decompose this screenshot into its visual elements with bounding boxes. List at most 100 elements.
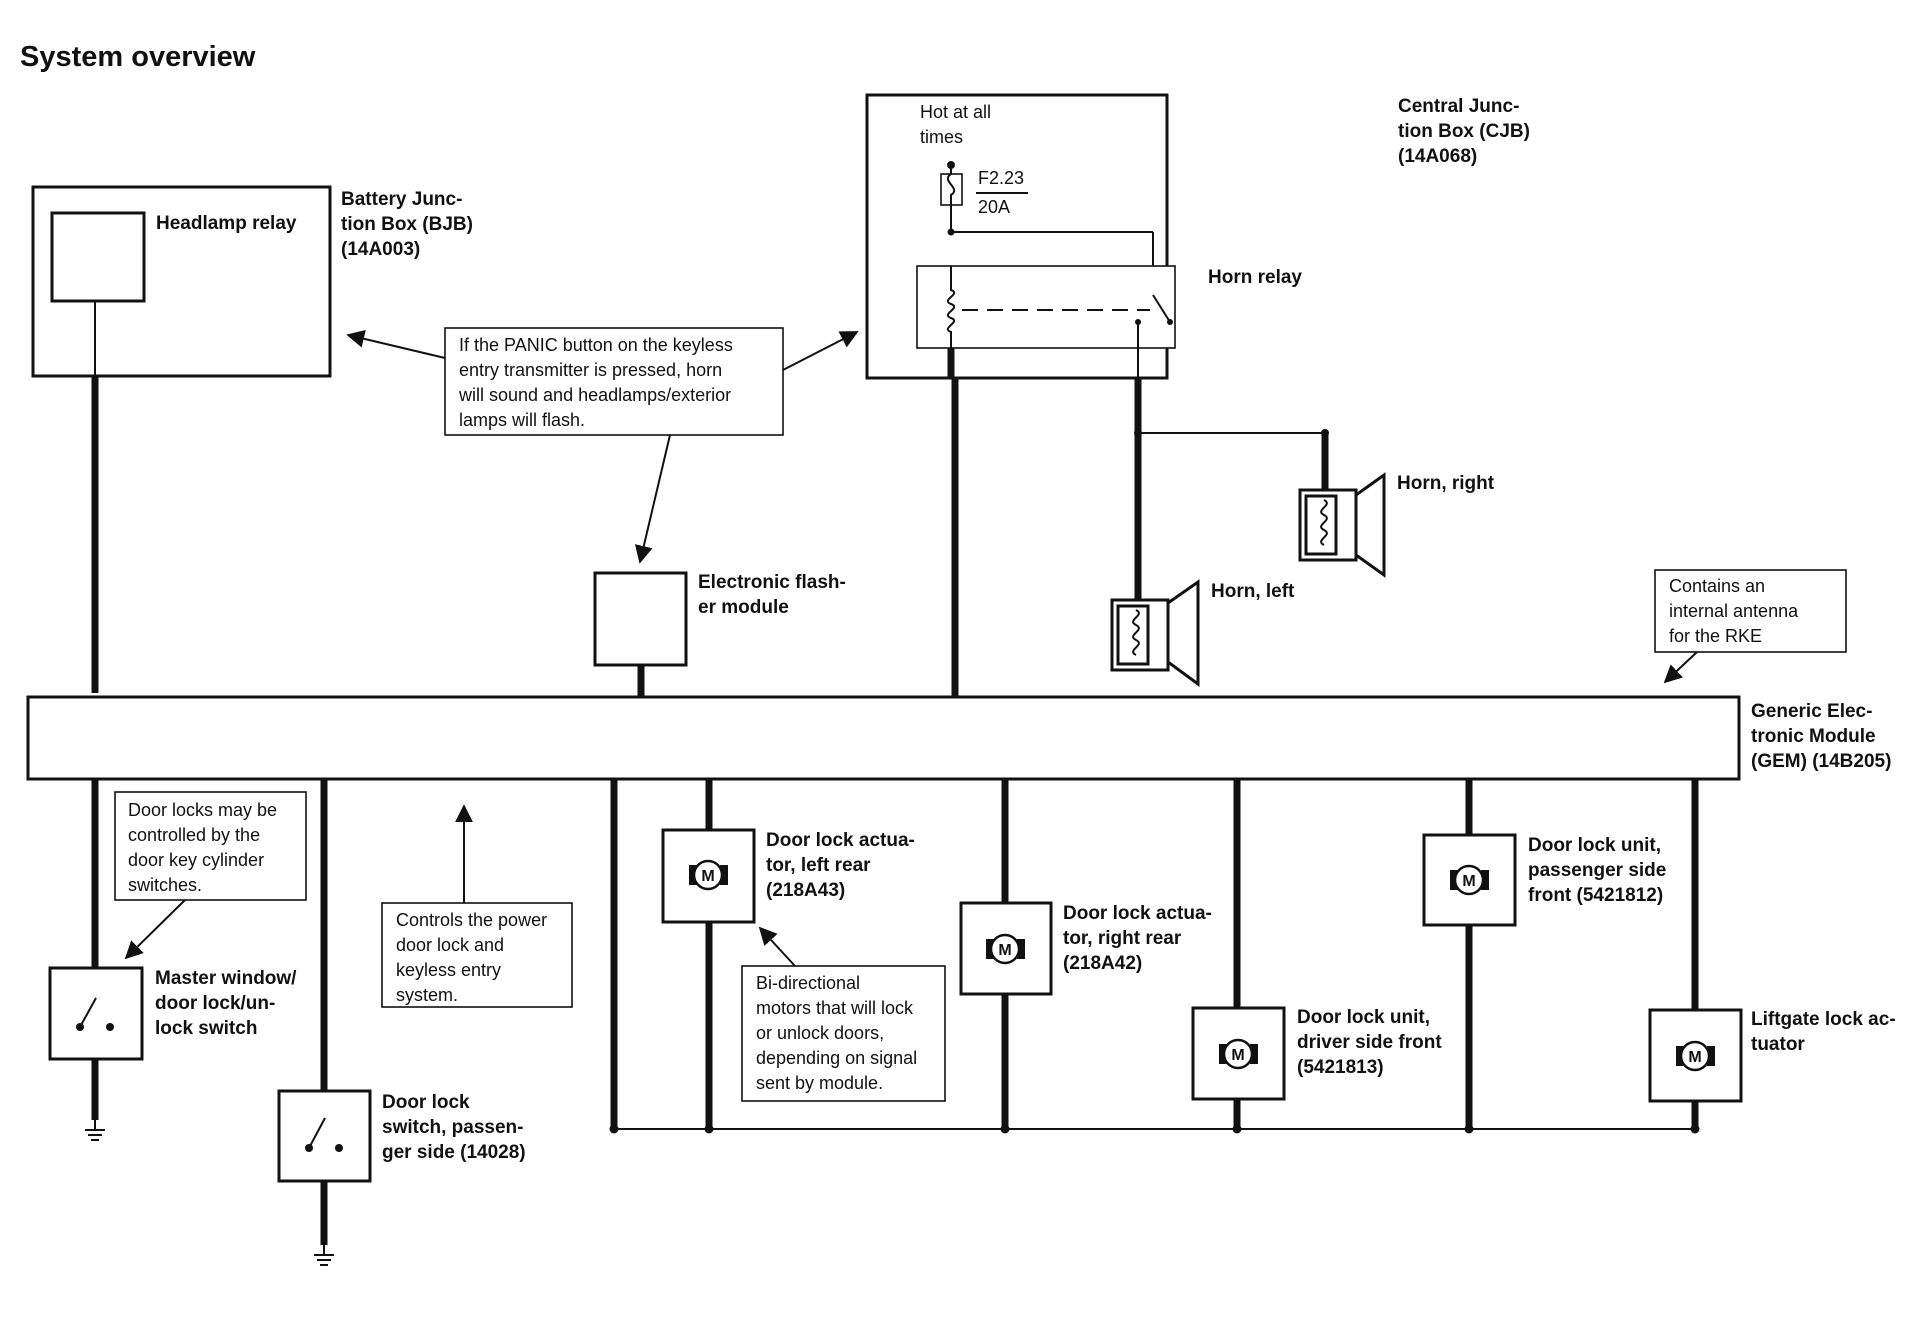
controls-note-line: Controls the power bbox=[396, 910, 547, 930]
svg-text:M: M bbox=[701, 868, 714, 885]
actuator-right-rear: M bbox=[959, 901, 1053, 996]
bidirectional-note-line: sent by module. bbox=[756, 1073, 883, 1093]
bjb-label-line: Battery Junc- bbox=[341, 189, 462, 210]
cjb-label-line: tion Box (CJB) bbox=[1398, 121, 1530, 142]
master-switch-label: Master window/door lock/un-lock switch bbox=[155, 968, 297, 1039]
door-key-note-line: switches. bbox=[128, 875, 202, 895]
motor-icon: M bbox=[1219, 1038, 1258, 1070]
panic-note-line: entry transmitter is pressed, horn bbox=[459, 360, 722, 380]
fuse-label-line: F2.23 bbox=[978, 168, 1024, 188]
relay-coil-icon bbox=[946, 266, 956, 348]
unit-passenger-front-label-line: front (5421812) bbox=[1528, 885, 1663, 906]
actuator-left-rear-label-line: (218A43) bbox=[766, 880, 845, 901]
bidirectional-note-line: or unlock doors, bbox=[756, 1023, 884, 1043]
bidirectional-note: Bi-directional motors that will lock or un… bbox=[756, 973, 917, 1093]
flasher-label-line: Electronic flash- bbox=[698, 572, 846, 593]
hot-at-all-times-label-line: Hot at all bbox=[920, 102, 991, 122]
panic-note-line: If the PANIC button on the keyless bbox=[459, 335, 733, 355]
cjb-label-line: Central Junc- bbox=[1398, 96, 1519, 117]
passenger-switch-label-line: switch, passen- bbox=[382, 1117, 524, 1138]
svg-text:M: M bbox=[1231, 1047, 1244, 1064]
horn-icon bbox=[1298, 472, 1386, 578]
unit-driver-front-label-line: (5421813) bbox=[1297, 1057, 1384, 1078]
horn-right-label-line: Horn, right bbox=[1397, 473, 1495, 494]
antenna-arrow bbox=[1663, 651, 1698, 684]
flasher-label: Electronic flash-er module bbox=[698, 572, 846, 618]
panic-arrow-flasher bbox=[634, 434, 671, 564]
panic-arrow-cjb bbox=[782, 331, 859, 371]
actuator-right-rear-label-line: Door lock actua- bbox=[1063, 903, 1212, 924]
headlamp-relay-label-line: Headlamp relay bbox=[156, 213, 297, 234]
gem-label-line: Generic Elec- bbox=[1751, 701, 1872, 722]
antenna-note-line: Contains an bbox=[1669, 576, 1765, 596]
door-key-arrow bbox=[124, 899, 186, 960]
bidirectional-note-line: Bi-directional bbox=[756, 973, 860, 993]
cjb-label-line: (14A068) bbox=[1398, 146, 1477, 167]
liftgate-label-line: tuator bbox=[1751, 1034, 1805, 1055]
horn-relay-label: Horn relay bbox=[1208, 267, 1302, 288]
controls-note-box bbox=[381, 902, 573, 1008]
fuse-icon bbox=[940, 161, 963, 232]
horn-left-label: Horn, left bbox=[1211, 581, 1295, 602]
bidirectional-note-line: motors that will lock bbox=[756, 998, 914, 1018]
controls-note-line: keyless entry bbox=[396, 960, 501, 980]
motor-icon: M bbox=[1450, 864, 1489, 896]
unit-passenger-front-label-line: passenger side bbox=[1528, 860, 1666, 881]
headlamp-relay-label: Headlamp relay bbox=[156, 213, 297, 234]
controls-note-line: system. bbox=[396, 985, 458, 1005]
bjb-label: Battery Junc-tion Box (BJB)(14A003) bbox=[341, 189, 473, 260]
horn-icon bbox=[1110, 579, 1200, 687]
hot-at-all-times-label-line: times bbox=[920, 127, 963, 147]
master-switch-label-line: lock switch bbox=[155, 1018, 257, 1039]
unit-driver-front-label: Door lock unit, driver side front (5421813… bbox=[1297, 1007, 1442, 1078]
motor-icon: M bbox=[689, 859, 728, 891]
panic-note-line: lamps will flash. bbox=[459, 410, 585, 430]
actuator-left-rear-label-line: tor, left rear bbox=[766, 855, 871, 876]
gem-label: Generic Elec-tronic Module(GEM) (14B205) bbox=[1751, 701, 1891, 772]
ground-icon bbox=[314, 1245, 334, 1266]
cjb-label: Central Junc-tion Box (CJB) (14A068) bbox=[1398, 96, 1530, 167]
liftgate-label-line: Liftgate lock ac- bbox=[1751, 1009, 1896, 1030]
panic-arrow-bjb bbox=[346, 329, 446, 359]
panic-note: If the PANIC button on the keyless entry … bbox=[458, 335, 733, 430]
horn-relay-label-line: Horn relay bbox=[1208, 267, 1302, 288]
antenna-note-line: internal antenna bbox=[1669, 601, 1799, 621]
passenger-switch bbox=[277, 1089, 372, 1183]
switch-icon bbox=[305, 1117, 343, 1152]
actuator-right-rear-label-line: tor, right rear bbox=[1063, 928, 1182, 949]
bidirectional-note-line: depending on signal bbox=[756, 1048, 917, 1068]
unit-driver-front-label-line: Door lock unit, bbox=[1297, 1007, 1430, 1028]
gem-label-line: (GEM) (14B205) bbox=[1751, 751, 1891, 772]
horn-relay bbox=[916, 228, 1176, 349]
svg-text:M: M bbox=[998, 942, 1011, 959]
panic-note-box bbox=[444, 327, 784, 436]
ground-icon bbox=[85, 1120, 105, 1141]
passenger-switch-label-line: Door lock bbox=[382, 1092, 470, 1113]
unit-driver-front-label-line: driver side front bbox=[1297, 1032, 1442, 1053]
page-title: System overview bbox=[20, 41, 256, 73]
flasher-module bbox=[593, 571, 688, 667]
actuator-right-rear-label-line: (218A42) bbox=[1063, 953, 1142, 974]
actuator-left-rear-label: Door lock actua-tor, left rear(218A43) bbox=[766, 830, 915, 901]
battery-junction-box bbox=[31, 185, 332, 378]
actuator-right-rear-label: Door lock actua-tor, right rear (218A42) bbox=[1063, 903, 1212, 974]
master-switch bbox=[48, 966, 144, 1061]
horn-right-label: Horn, right bbox=[1397, 473, 1495, 494]
flasher-label-line: er module bbox=[698, 597, 789, 618]
gem-module bbox=[26, 695, 1741, 781]
motor-icon: M bbox=[986, 933, 1025, 965]
master-switch-label-line: door lock/un- bbox=[155, 993, 275, 1014]
antenna-note-box bbox=[1654, 569, 1847, 653]
master-switch-label-line: Master window/ bbox=[155, 968, 297, 989]
actuator-left-rear: M bbox=[661, 828, 756, 924]
switch-icon bbox=[76, 997, 114, 1031]
liftgate-label: Liftgate lock ac-tuator bbox=[1751, 1009, 1896, 1055]
bjb-label-line: (14A003) bbox=[341, 239, 420, 260]
door-key-note-line: door key cylinder bbox=[128, 850, 264, 870]
unit-driver-front: M bbox=[1191, 1006, 1286, 1101]
